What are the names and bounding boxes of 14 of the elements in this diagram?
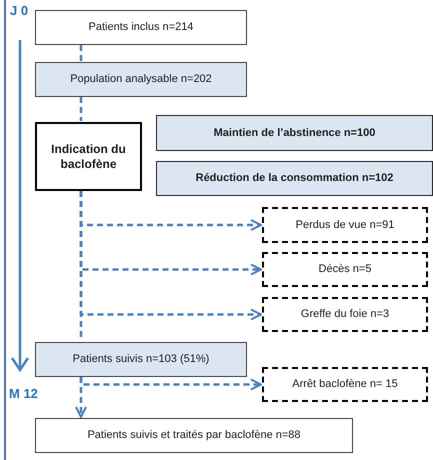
process-box: Réduction de la consommation n=102 (156, 161, 433, 196)
exclusion-box: Arrêt baclofène n= 15 (262, 367, 428, 402)
exclusion-box: Perdus de vue n=91 (262, 207, 428, 243)
arrow (75, 377, 87, 418)
exclusion-box: Décès n=5 (262, 252, 428, 287)
process-box: Patients suivis n=103 (51%) (35, 342, 247, 377)
process-box: Population analysable n=202 (35, 62, 247, 97)
process-box: Patients suivis et traités par baclofène n=88 (35, 418, 353, 453)
process-box: Maintien de l’abstinence n=100 (156, 115, 433, 151)
process-box: Indication du baclofène (35, 122, 142, 191)
timepoint-label: J 0 (10, 2, 28, 20)
exclusion-box: Greffe du foie n=3 (262, 297, 428, 332)
timepoint-label: M 12 (9, 385, 38, 403)
process-box: Patients inclus n=214 (35, 10, 247, 45)
